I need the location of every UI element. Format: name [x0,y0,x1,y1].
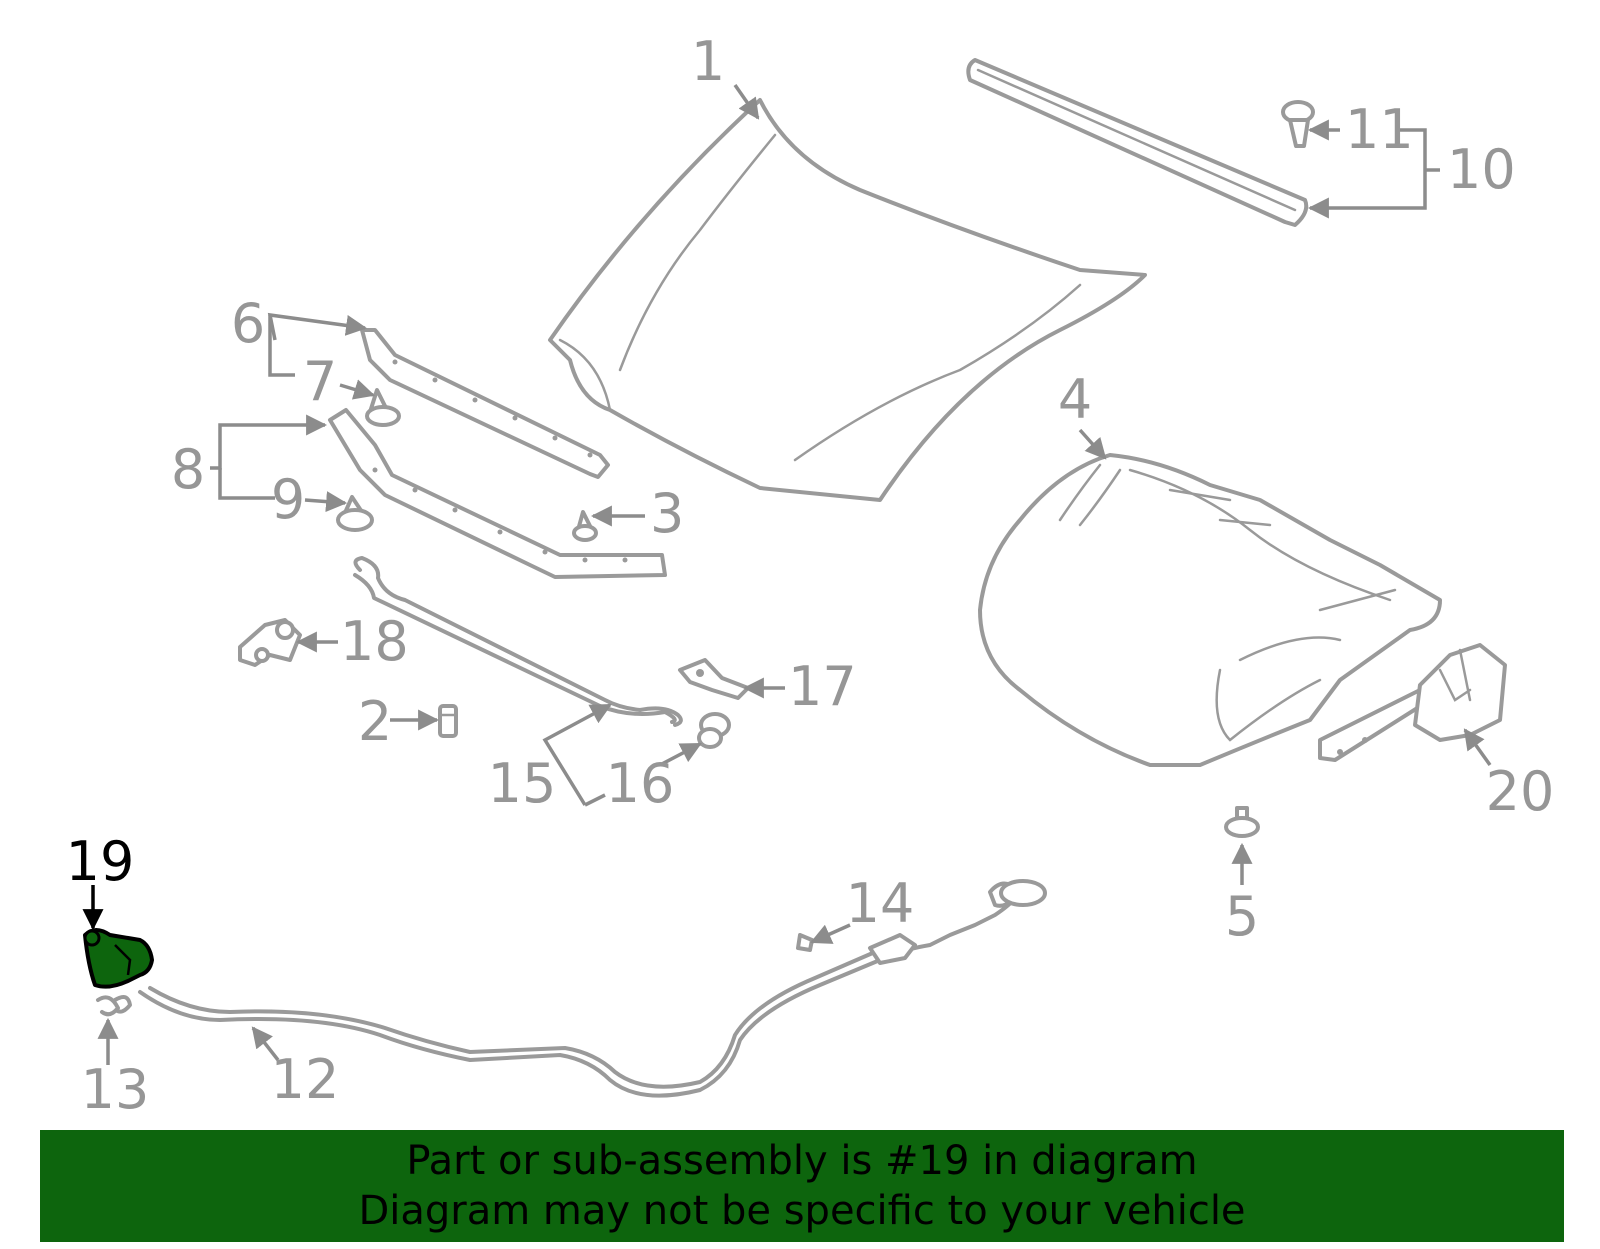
callout-3: 3 [650,482,684,545]
bracket-part-20[interactable] [1318,643,1507,762]
prop-rod-part-15[interactable] [353,556,683,727]
callout-16: 16 [606,752,675,815]
banner-line-2: Diagram may not be specific to your vehi… [358,1188,1246,1234]
callout-18: 18 [340,610,409,673]
leader-8 [210,414,328,470]
callout-13: 13 [81,1058,150,1121]
clip-part-14[interactable] [796,933,814,952]
callout-6: 6 [231,292,265,355]
clip-part-11[interactable] [1281,100,1315,148]
callout-12: 12 [271,1048,340,1111]
clip-part-13[interactable] [96,994,132,1017]
callout-15: 15 [488,752,557,815]
callout-11: 11 [1345,98,1414,161]
callout-20: 20 [1486,760,1555,823]
leader-lines [82,83,1492,1065]
callout-9: 9 [271,468,305,531]
leader-16 [659,742,702,767]
leader-12 [251,1026,280,1062]
bumper-stop-part-5[interactable] [1224,806,1260,838]
leader-6b [268,315,295,377]
callout-2: 2 [358,690,392,753]
leader-4 [1078,428,1107,460]
callout-19: 19 [66,830,135,893]
callout-14: 14 [846,872,915,935]
latch-part-18[interactable] [238,618,302,667]
release-cable-part-12[interactable] [138,879,1047,1098]
callout-5: 5 [1225,885,1259,948]
leader-6 [267,312,368,341]
callout-7: 7 [303,350,337,413]
grommet-part-16[interactable] [697,712,731,749]
callout-17: 17 [788,655,857,718]
callout-labels: 1 2 3 4 5 6 7 8 9 10 11 12 13 14 15 16 1… [66,30,1555,1121]
bushing-part-2[interactable] [438,704,458,738]
release-handle-part-19[interactable] [83,928,154,989]
seal-strip-part-8[interactable] [328,408,667,579]
weatherstrip-part[interactable] [966,58,1309,227]
callout-4: 4 [1058,368,1092,431]
clip-part-9[interactable] [336,495,374,532]
clip-part-3[interactable] [572,510,598,542]
leader-7 [339,379,376,400]
hood-part[interactable] [548,98,1147,502]
leader-14 [810,923,851,944]
banner-line-1: Part or sub-assembly is #19 in diagram [406,1138,1198,1184]
callout-8: 8 [171,438,205,501]
insulator-part[interactable] [978,453,1442,767]
clip-part-7[interactable] [365,388,401,427]
seal-strip-part-6[interactable] [360,328,610,479]
callout-1: 1 [691,30,725,93]
leader-8b [218,468,275,500]
leader-15b [584,793,606,807]
info-banner: Part or sub-assembly is #19 in diagram D… [40,1130,1564,1242]
leader-1 [733,83,760,120]
callout-10: 10 [1447,138,1516,201]
leader-15 [542,703,612,806]
leader-20 [1463,728,1492,767]
leader-9 [304,491,348,513]
holder-part-17[interactable] [678,658,750,700]
